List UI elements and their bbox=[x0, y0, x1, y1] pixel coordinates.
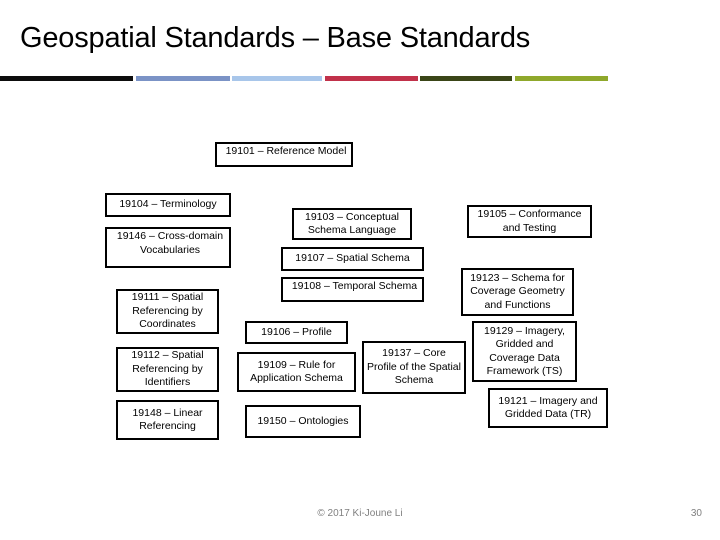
geospatial-base-standards-diagram: 19101 – Reference Model 19104 – Terminolo… bbox=[105, 142, 608, 440]
node-19148-linear-referencing: 19148 – Linear Referencing bbox=[116, 400, 219, 440]
node-19109-rule-for-application-schema: 19109 – Rule for Application Schema bbox=[237, 352, 356, 392]
node-label: 19109 – Rule for Application Schema bbox=[250, 358, 343, 385]
node-label: 19103 – Conceptual Schema Language bbox=[305, 210, 399, 237]
node-label: 19106 – Profile bbox=[261, 325, 332, 338]
node-19123-schema-for-coverage-geometry-and-functions: 19123 – Schema for Coverage Geometry and… bbox=[461, 268, 574, 316]
page-title: Geospatial Standards – Base Standards bbox=[20, 22, 531, 54]
node-19112-spatial-referencing-by-identifiers: 19112 – Spatial Referencing by Identifie… bbox=[116, 347, 219, 392]
node-19106-profile: 19106 – Profile bbox=[245, 321, 348, 344]
node-label: 19104 – Terminology bbox=[119, 198, 217, 211]
node-label: 19121 – Imagery and Gridded Data (TR) bbox=[498, 394, 598, 421]
segment-dark-olive bbox=[420, 76, 512, 81]
node-19150-ontologies: 19150 – Ontologies bbox=[245, 405, 361, 438]
node-19121-imagery-and-gridded-data-tr: 19121 – Imagery and Gridded Data (TR) bbox=[488, 388, 608, 428]
node-19108-temporal-schema: 19108 – Temporal Schema bbox=[281, 277, 424, 302]
node-label: 19112 – Spatial Referencing by Identifie… bbox=[131, 349, 204, 389]
node-label: 19108 – Temporal Schema bbox=[291, 280, 418, 292]
segment-light-blue bbox=[232, 76, 322, 81]
node-19111-spatial-referencing-by-coordinates: 19111 – Spatial Referencing by Coordinat… bbox=[116, 289, 219, 334]
title-accent-bar bbox=[0, 76, 610, 81]
node-label: 19137 – Core Profile of the Spatial Sche… bbox=[367, 347, 461, 387]
footer-page-number: 30 bbox=[690, 508, 702, 519]
node-19104-terminology: 19104 – Terminology bbox=[105, 193, 231, 217]
node-19105-conformance-and-testing: 19105 – Conformance and Testing bbox=[467, 205, 592, 238]
node-label: 19101 – Reference Model bbox=[225, 145, 347, 157]
node-label: 19123 – Schema for Coverage Geometry and… bbox=[470, 271, 565, 311]
node-label: 19105 – Conformance and Testing bbox=[477, 208, 582, 234]
segment-red bbox=[325, 76, 418, 81]
segment-yellow-green bbox=[515, 76, 608, 81]
node-label: 19107 – Spatial Schema bbox=[295, 252, 410, 265]
segment-medium-blue bbox=[136, 76, 230, 81]
node-label: 19111 – Spatial Referencing by Coordinat… bbox=[131, 291, 204, 331]
node-19137-core-profile-of-the-spatial-schema: 19137 – Core Profile of the Spatial Sche… bbox=[362, 341, 466, 394]
node-label: 19146 – Cross-domain Vocabularies bbox=[116, 230, 224, 256]
node-19129-imagery-gridded-and-coverage-data-framework-ts: 19129 – Imagery, Gridded and Coverage Da… bbox=[472, 321, 577, 382]
node-label: 19150 – Ontologies bbox=[257, 414, 349, 427]
footer-copyright: © 2017 Ki-Joune Li bbox=[317, 508, 403, 519]
node-label: 19148 – Linear Referencing bbox=[132, 406, 203, 433]
segment-black bbox=[0, 76, 133, 81]
node-19101-reference-model: 19101 – Reference Model bbox=[215, 142, 353, 167]
node-label: 19129 – Imagery, Gridded and Coverage Da… bbox=[484, 324, 565, 378]
node-19107-spatial-schema: 19107 – Spatial Schema bbox=[281, 247, 424, 271]
node-19103-conceptual-schema-language: 19103 – Conceptual Schema Language bbox=[292, 208, 412, 240]
node-19146-cross-domain-vocabularies: 19146 – Cross-domain Vocabularies bbox=[105, 227, 231, 268]
